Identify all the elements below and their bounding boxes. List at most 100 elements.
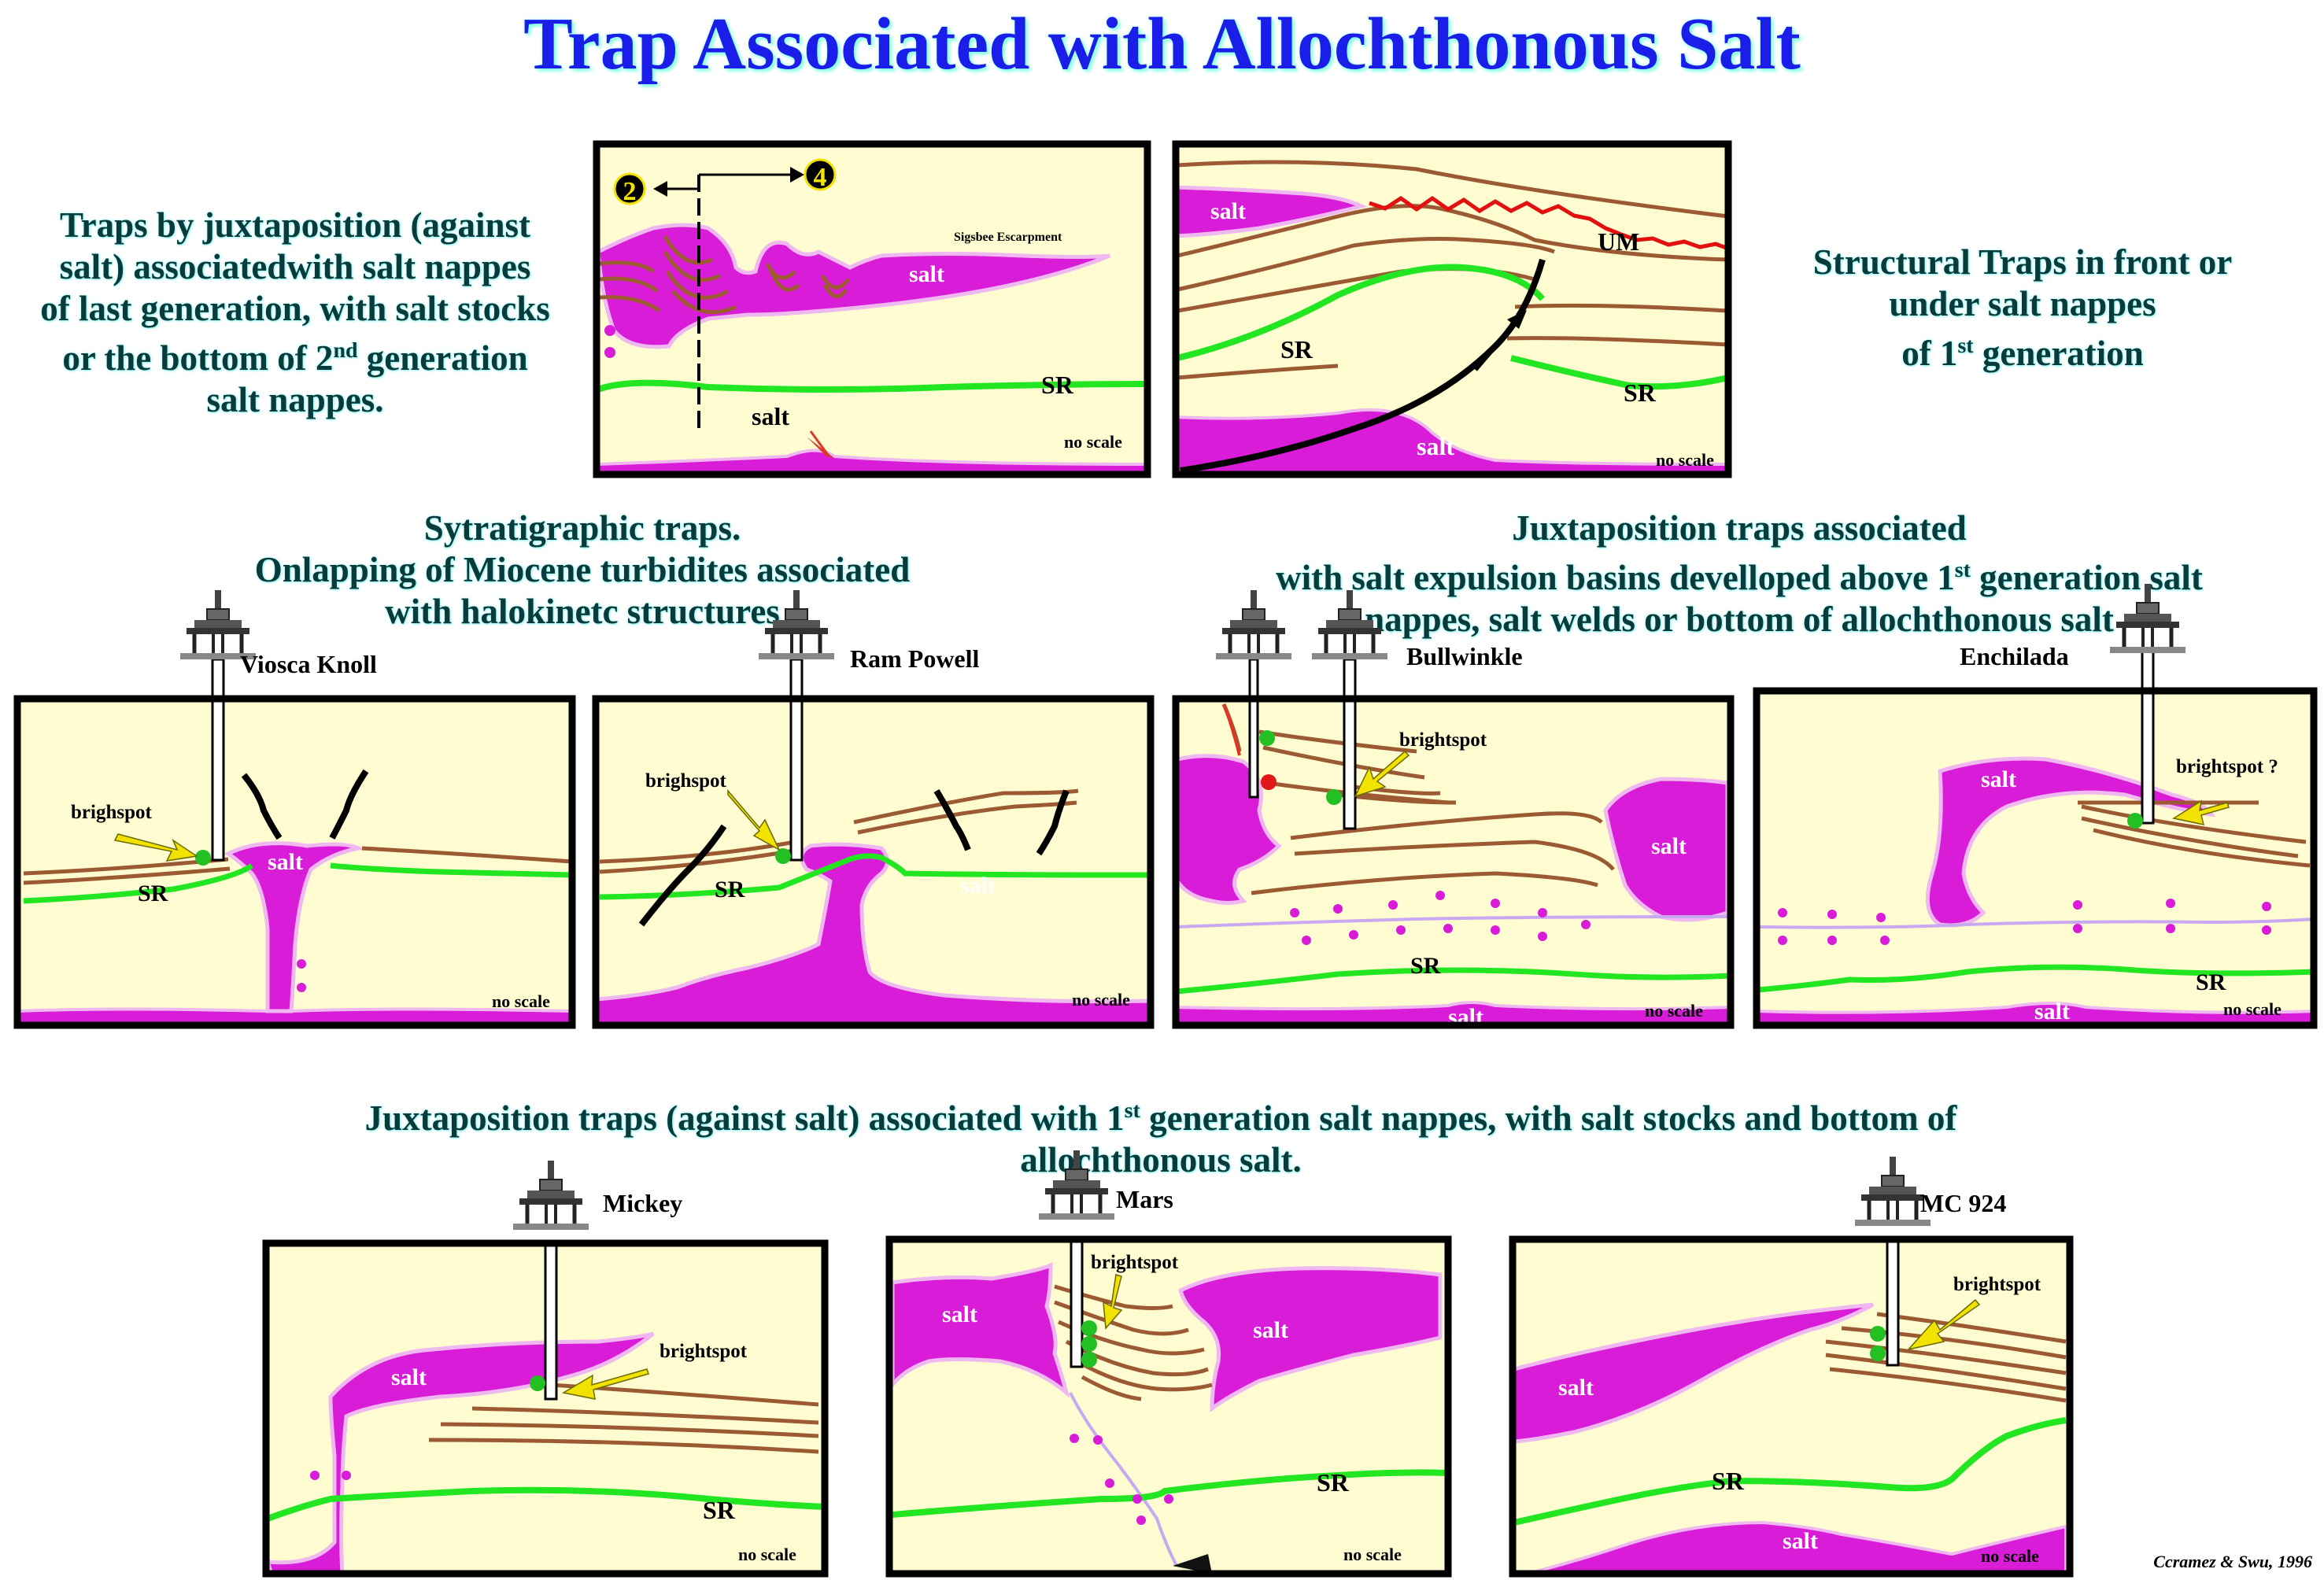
brightspot-dot <box>195 850 211 866</box>
basal-salt <box>595 449 1149 476</box>
panel-frame <box>1172 695 1735 1029</box>
weld-line <box>1069 1392 1178 1567</box>
salt-label: salt <box>909 261 944 287</box>
panel-mars: brightspot salt salt SR no scale <box>885 1235 1452 1578</box>
salt-body <box>1603 777 1730 922</box>
salt-label: salt <box>752 402 789 430</box>
caption-middle-right: Juxtaposition traps associated with salt… <box>1180 508 2298 640</box>
salt-diapir <box>593 842 1153 1028</box>
weld-line <box>1177 915 1731 928</box>
panel-viosca-knoll: brighspot salt SR no scale <box>13 658 576 1029</box>
salt-diapir <box>224 841 364 1013</box>
basal-salt <box>1174 408 1730 476</box>
caption-middle-left: Sytratigraphic traps. Onlapping of Mioce… <box>126 508 1039 633</box>
panel-b: salt UM SR SR salt no scale <box>1172 140 1732 478</box>
caption-line: with salt expulsion basins develloped ab… <box>1276 558 2203 597</box>
salt-dot <box>275 983 284 992</box>
basal-salt <box>1174 1001 1732 1027</box>
sr-label: SR <box>2196 969 2226 995</box>
caption-bottom: Juxtaposition traps (against salt) assoc… <box>197 1090 2125 1181</box>
salt-label: salt <box>1783 1528 1818 1554</box>
caption-line: Onlapping of Miocene turbidites associat… <box>254 550 911 589</box>
source-rock-line <box>1513 1417 2067 1526</box>
salt-remnant <box>1173 1554 1212 1574</box>
sr-label: SR <box>1712 1467 1745 1495</box>
panel-frame <box>1753 687 2318 1029</box>
salt-label: salt <box>942 1301 977 1327</box>
no-scale-label: no scale <box>1064 432 1122 452</box>
no-scale-label: no scale <box>1645 1001 1703 1021</box>
salt-label: salt <box>391 1364 427 1390</box>
sr-label: SR <box>1410 953 1441 979</box>
strata <box>599 234 850 315</box>
salt-label: salt <box>1651 833 1687 859</box>
salt-dots <box>1070 1434 1173 1525</box>
source-rock-line <box>599 853 1151 900</box>
brightspot-dot <box>1259 730 1275 746</box>
source-rock-line <box>1510 355 1729 390</box>
panel-mickey: brightspot salt SR no scale <box>262 1239 829 1578</box>
brightspot-dot <box>1870 1326 1886 1342</box>
field-name-mars: Mars <box>1116 1185 1173 1213</box>
drilling-rig-icon <box>1855 1157 1931 1226</box>
basal-salt <box>1757 1002 2315 1027</box>
no-scale-label: no scale <box>1343 1545 1402 1564</box>
brighspot-label: brighspot <box>71 802 152 823</box>
field-name-mc924: MC 924 <box>1920 1189 2006 1217</box>
salt-dot <box>297 983 306 992</box>
fault-line <box>241 773 283 840</box>
caption-line: salt) associatedwith salt nappes <box>59 247 531 286</box>
fault-line <box>933 788 971 851</box>
panel-frame <box>1509 1235 2074 1578</box>
fault-line <box>1222 703 1241 756</box>
field-name-enchilada: Enchilada <box>1960 642 2069 670</box>
drilling-rig-icon <box>2110 584 2185 653</box>
fault-line <box>1036 789 1070 856</box>
pointer-arrow-icon <box>727 788 781 851</box>
brightspot-label: brightspot <box>1399 729 1487 751</box>
salt-nappe <box>264 1331 655 1576</box>
pointer-arrow-icon <box>561 1368 649 1400</box>
brightspot-label: brightspot ? <box>2176 756 2278 777</box>
brightspot-dot <box>1081 1352 1097 1368</box>
marker-2-label: 2 <box>623 177 637 206</box>
pointer-arrow-icon <box>113 833 199 862</box>
weld-line <box>1757 917 2315 929</box>
salt-dot <box>604 325 615 336</box>
sr-label: SR <box>1624 378 1657 407</box>
source-rock-line <box>266 1486 826 1522</box>
caption-line: Structural Traps in front or <box>1812 242 2233 282</box>
arrow-right-icon <box>790 167 804 183</box>
source-rock-line <box>1177 967 1731 995</box>
salt-nappe <box>1512 1302 1875 1444</box>
no-scale-label: no scale <box>738 1545 796 1564</box>
brightspot-dot <box>775 848 791 864</box>
no-scale-label: no scale <box>492 991 550 1011</box>
sr-label: SR <box>1317 1468 1350 1497</box>
sr-label: SR <box>1280 335 1313 364</box>
well <box>1343 658 1357 830</box>
brightspot-dot <box>2127 813 2143 829</box>
fault-line <box>329 769 369 840</box>
salt-label: salt <box>268 849 303 875</box>
well <box>2141 650 2155 825</box>
source-rock-line <box>23 863 254 904</box>
brightspot-label: brightspot <box>1091 1252 1179 1273</box>
salt-nappe <box>596 223 1110 349</box>
marker-4 <box>804 158 837 191</box>
caption-line: nappes, salt welds or bottom of allochth… <box>1365 600 2114 639</box>
arrow-left-icon <box>653 181 667 197</box>
panel-frame <box>1172 140 1732 478</box>
fault-arrow-icon <box>1507 310 1527 329</box>
source-rock-line <box>330 862 573 878</box>
salt-label: salt <box>1417 432 1454 460</box>
salt-nappe <box>1925 756 2216 928</box>
pointer-arrow-icon <box>1103 1274 1123 1330</box>
sr-label: SR <box>703 1496 736 1524</box>
sr-label: SR <box>138 880 168 906</box>
well <box>789 658 804 862</box>
field-name-viosca-knoll: Viosca Knoll <box>240 650 377 678</box>
salt-label: salt <box>2034 999 2070 1024</box>
caption-top-left: Traps by juxtaposition (against salt) as… <box>8 205 582 421</box>
